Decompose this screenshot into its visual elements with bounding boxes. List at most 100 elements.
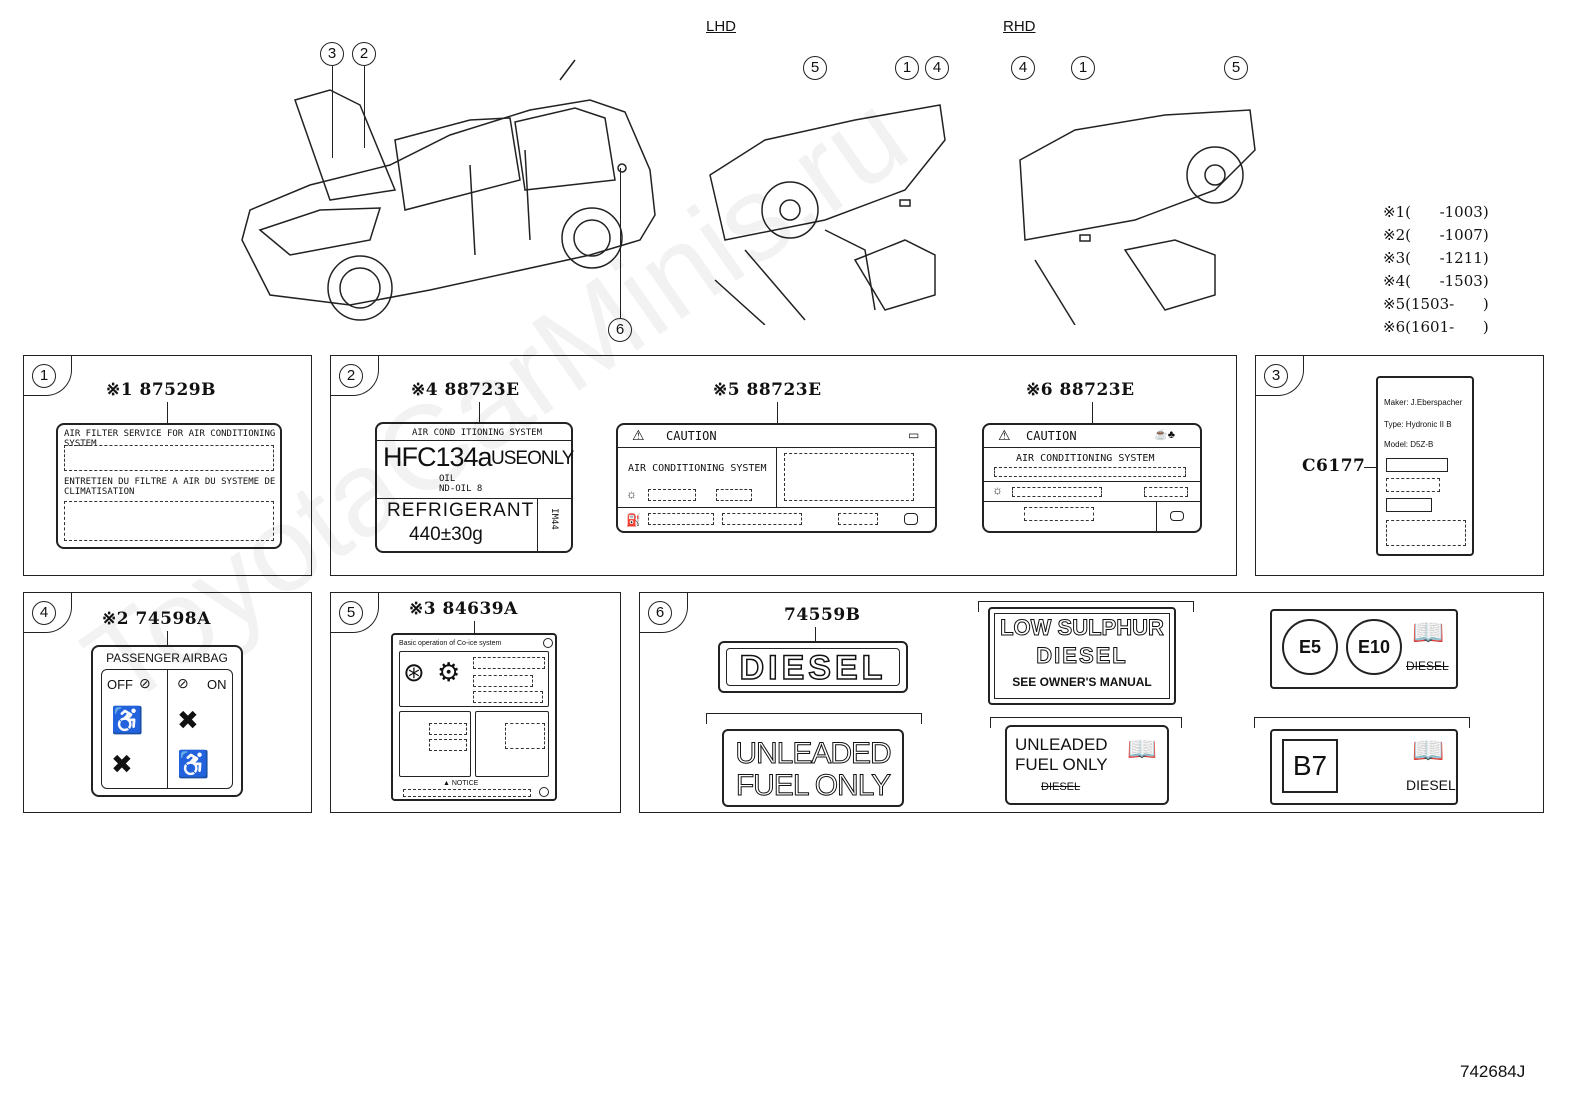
part-number-84639a: ※3 84639A [409,599,518,619]
diesel-crossed-text-2: DIESEL [1041,781,1081,793]
vehicle-illustration [241,59,656,321]
child-seat-crossed-icon: ✖ [177,705,199,735]
unleaded-text-2: UNLEADED [1015,735,1108,754]
manual-info-icon-2: 📖 [1127,736,1157,763]
refrigerant-text: REFRIGERANT [387,500,535,521]
diesel-label: DIESEL [718,641,908,693]
oil-type: ND-OIL 8 [439,484,483,494]
callout-4-lhd: 4 [925,56,949,80]
diesel-b7-text: DIESEL [1406,777,1456,793]
note-1: ※1( -1003) [1383,203,1489,221]
label-foot: ▲ NOTICE [443,780,479,787]
note-4: ※4( -1503) [1383,272,1489,290]
panel-number: 4 [32,601,56,625]
refrigerant-amount: 440±30g [409,524,483,545]
heater-line-2: Type: Hydronic II B [1384,420,1452,429]
unleaded-fuel-only-small-label: UNLEADED FUEL ONLY 📖 DIESEL [1005,725,1169,805]
label-head: Basic operation of Co-ice system [399,640,502,647]
adult-seat-icon: ♿ [177,749,210,779]
note-2: ※2( -1007) [1383,226,1489,244]
part-number-88723e-b: ※5 88723E [713,380,822,400]
callout-1-rhd: 1 [1071,56,1095,80]
diesel-text: DIESEL [739,648,887,688]
sun-icon: ☼ [626,487,637,501]
e10-circle: E10 [1346,619,1402,675]
oil-can-icon: ⛽ [626,513,641,527]
callout-4-rhd: 4 [1011,56,1035,80]
panel-number: 5 [339,601,363,625]
heater-line-1: Maker: J.Eberspacher [1384,398,1463,407]
warning-icon: ⚠ [632,427,645,443]
panel-4: 4 ※2 74598A PASSENGER AIRBAG OFF ⊘ ⊘ ON … [23,592,312,813]
note-5: ※5(1503- ) [1383,295,1489,313]
callout-5-rhd: 5 [1224,56,1248,80]
label-head: AIR COND ITIONING SYSTEM [411,428,543,438]
heater-line-3: Model: D5Z-B [1384,440,1434,449]
panel-number: 1 [32,364,56,388]
label-french-text: ENTRETIEN DU FILTRE A AIR DU SYSTEME DE … [64,477,276,497]
b7-diesel-label: B7 📖 DIESEL [1270,729,1458,805]
panel-number: 3 [1264,364,1288,388]
air-filter-service-label: AIR FILTER SERVICE FOR AIR CONDITIONING … [56,423,282,549]
ac-caution-label-b: ⚠ CAUTION ▭ AIR CONDITIONING SYSTEM ☼ ⛽ [616,423,937,533]
panel-number: 2 [339,364,363,388]
cruise-system-label: Basic operation of Co-ice system ⊛ ⚙ ▲ N… [391,633,557,801]
b7-box: B7 [1282,739,1338,793]
part-number-74559b: 74559B [784,605,861,625]
part-number-87529b: ※1 87529B [106,380,217,400]
reference-code: 742684J [1460,1062,1526,1081]
use-only-text: USEONLY [491,448,574,469]
refrigerant-label: AIR COND ITIONING SYSTEM HFC134a USEONLY… [375,422,574,553]
part-number-74598a: ※2 74598A [102,609,211,629]
on-text: ON [207,677,227,692]
rhd-dashboard-illustration [1019,109,1256,325]
symbol-icons: ☕♣ [1154,429,1175,441]
low-sulphur-diesel-label: LOW SULPHUR DIESEL SEE OWNER'S MANUAL [988,607,1176,705]
lever-icon: ⚙ [437,657,461,687]
warning-icon: ⚠ [998,427,1011,443]
ac-caution-label-c: ⚠ CAUTION ☕♣ AIR CONDITIONING SYSTEM ☼ [982,423,1202,533]
off-text: OFF [107,677,133,692]
airbag-on-icon: ⊘ [177,675,189,691]
callout-2-vehicle: 2 [352,42,376,66]
airbag-off-icon: ⊘ [139,675,151,691]
callout-3-vehicle: 3 [320,42,344,66]
panel-5: 5 ※3 84639A Basic operation of Co-ice sy… [330,592,621,813]
callout-6-vehicle: 6 [608,318,632,342]
unleaded-text: UNLEADED [735,737,892,771]
diesel-crossed-text: DIESEL [1406,659,1449,673]
label-title: AIR FILTER SERVICE FOR AIR CONDITIONING … [64,429,276,449]
hfc134a-text: HFC134a [383,442,493,472]
system-text: AIR CONDITIONING SYSTEM [1016,453,1155,464]
panel-1: 1 ※1 87529B AIR FILTER SERVICE FOR AIR C… [23,355,312,576]
caution-text: CAUTION [1026,429,1077,443]
applicability-notes: ※1( -1003) ※2( -1007) ※3( -1211) ※4( -15… [1383,201,1489,339]
manual-icon: ▭ [908,428,920,442]
manual-info-icon-3: 📖 [1412,735,1445,765]
note-6: ※6(1601- ) [1383,318,1489,336]
passenger-airbag-label: PASSENGER AIRBAG OFF ⊘ ⊘ ON ♿ ✖ ✖ ♿ [91,645,243,797]
adult-seat-crossed-icon: ✖ [111,749,133,779]
side-code: IM44 [548,508,559,530]
e5-e10-label: E5 E10 📖 DIESEL [1270,609,1458,689]
system-text: AIR CONDITIONING SYSTEM [628,463,767,474]
part-number-88723e-c: ※6 88723E [1026,380,1135,400]
panel-2: 2 ※4 88723E AIR COND ITIONING SYSTEM HFC… [330,355,1237,576]
steering-icon: ⊛ [403,657,425,687]
part-number-c6177: C6177 [1302,456,1366,476]
airbag-title: PASSENGER AIRBAG [106,651,228,665]
heater-label: Maker: J.Eberspacher Type: Hydronic II B… [1376,376,1474,556]
lhd-dashboard-illustration [709,104,946,325]
callout-1-lhd: 1 [895,56,919,80]
panel-6: 6 74559B DIESEL LOW SULPHUR DIESEL SEE O… [639,592,1544,813]
fuel-only-text: FUEL ONLY [735,769,891,803]
panel-number: 6 [648,601,672,625]
caution-text: CAUTION [666,429,717,443]
lhd-label: LHD [706,18,737,35]
oil-label: OIL [439,474,456,484]
unleaded-fuel-only-label: UNLEADED FUEL ONLY [722,729,904,807]
rhd-label: RHD [1003,18,1036,35]
sun-icon: ☼ [992,483,1003,497]
low-sulphur-text: LOW SULPHUR [1000,615,1165,641]
diesel-text-2: DIESEL [1036,643,1128,669]
